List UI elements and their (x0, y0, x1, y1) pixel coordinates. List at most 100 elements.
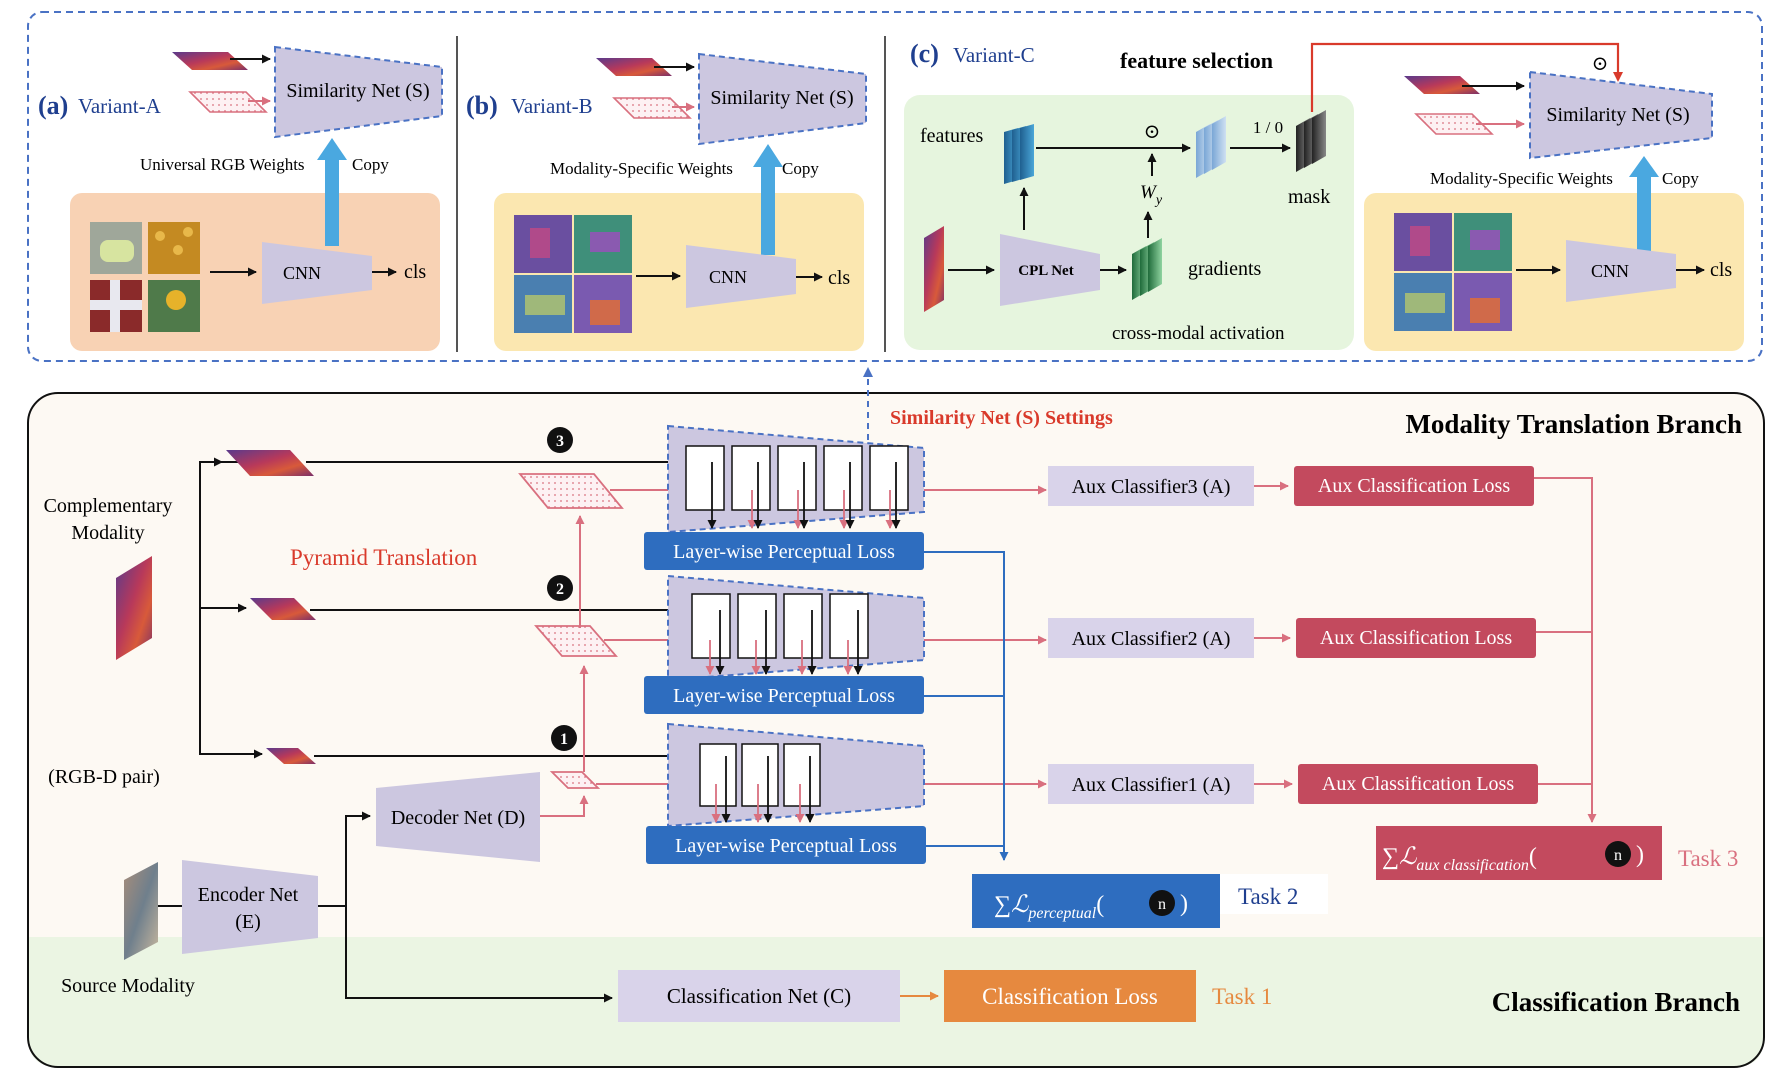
cnn-a (262, 242, 372, 304)
generated-map-scale2 (534, 625, 618, 657)
decoder-net (376, 772, 540, 862)
svg-text:Complementary: Complementary (44, 495, 173, 517)
gradient-stack (1132, 238, 1162, 300)
svg-text:Aux Classification Loss: Aux Classification Loss (1322, 773, 1514, 795)
copy-c-label: Copy (1662, 169, 1699, 188)
depth-map-scale2 (250, 598, 316, 620)
svg-text:Aux Classifier1 (A): Aux Classifier1 (A) (1072, 774, 1231, 796)
settings-label: Similarity Net (S) Settings (890, 407, 1113, 429)
cnn-c (1566, 240, 1676, 302)
feature-selection-label: feature selection (1120, 48, 1273, 73)
cnn-c-label: CNN (1591, 261, 1629, 281)
aux-loss-3 (1294, 466, 1534, 506)
classification-loss (944, 970, 1196, 1022)
variant-b: (b) Variant-B Similarity Net (S) Modalit… (466, 52, 867, 351)
perceptual-loss-box-1 (646, 826, 926, 864)
mask-red-arrow (1310, 42, 1623, 112)
gradients-label: gradients (1188, 258, 1262, 280)
classification-net (618, 970, 900, 1022)
cnn-b-label: CNN (709, 267, 747, 287)
weights-c-label: Modality-Specific Weights (1430, 169, 1613, 188)
svg-text:1: 1 (560, 731, 568, 748)
similarity-net-c (1529, 70, 1713, 160)
variant-a: (a) Variant-A Similarity Net (S) Univers… (38, 45, 443, 351)
variant-b-name: Variant-B (511, 94, 593, 118)
depth-feature-map-b (612, 97, 692, 119)
variant-c: (c) Variant-C feature selection features… (904, 39, 1744, 351)
aux-classifier-3 (1048, 466, 1254, 506)
copy-up-arrow-a (317, 138, 347, 160)
depth-sample-images-c (1394, 213, 1512, 331)
variant-b-letter: (b) (466, 91, 498, 120)
rgb-sample-images (90, 222, 200, 332)
svg-text:Modality: Modality (71, 522, 144, 544)
variant-c-name: Variant-C (953, 43, 1035, 67)
svg-text:Aux Classification Loss: Aux Classification Loss (1320, 627, 1512, 649)
svg-text:): ) (1180, 891, 1188, 917)
depth-input-c (924, 226, 944, 312)
source-modality-label: Source Modality (61, 975, 195, 997)
odot-c-2: ⊙ (1592, 53, 1609, 75)
rgb-feature-map-c (1404, 76, 1480, 94)
variant-a-letter: (a) (38, 91, 68, 120)
main-panel-bg (28, 393, 1764, 1067)
cpl-net (1000, 234, 1100, 306)
sum-perceptual-text: ∑ℒperceptual( (994, 892, 1104, 922)
rgbd-label: (RGB-D pair) (48, 766, 160, 788)
mask-label: mask (1288, 186, 1330, 208)
svg-text:Encoder Net: Encoder Net (198, 884, 299, 906)
sum-perceptual-box (972, 874, 1220, 928)
cnn-a-label: CNN (283, 263, 321, 283)
perceptual-loss-box-2 (644, 676, 924, 714)
similarity-net-b (698, 52, 867, 146)
rgb-feature-map (172, 52, 248, 70)
svg-text:n: n (1614, 847, 1622, 864)
cls-branch-title: Classification Branch (1492, 987, 1740, 1017)
depth-map-scale3 (226, 450, 314, 476)
svg-text:Layer-wise Perceptual Loss: Layer-wise Perceptual Loss (675, 835, 897, 857)
aux-classifier-2 (1048, 618, 1254, 658)
svg-text:Layer-wise Perceptual Loss: Layer-wise Perceptual Loss (673, 541, 895, 563)
perceptual-net-3 (667, 424, 925, 534)
weights-b-label: Modality-Specific Weights (550, 159, 733, 178)
depth-sample-images (514, 215, 632, 333)
svg-text:2: 2 (556, 581, 564, 598)
copy-b-label: Copy (782, 159, 819, 178)
copy-up-arrow-c (1629, 156, 1659, 177)
perceptual-loss-box-3 (644, 532, 924, 570)
task1-label: Task 1 (1212, 984, 1272, 1009)
svg-text:n: n (1158, 896, 1166, 913)
svg-text:Aux Classification Loss: Aux Classification Loss (1318, 475, 1510, 497)
one-zero-label: 1 / 0 (1253, 118, 1283, 137)
depth-feature-map (188, 91, 268, 113)
perceptual-net-1 (667, 722, 925, 828)
similarity-net-a (274, 45, 443, 139)
step-2-marker (547, 575, 573, 601)
features-label: features (920, 125, 984, 147)
similarity-net-b-label: Similarity Net (S) (710, 87, 853, 109)
generated-map-scale3 (518, 473, 624, 509)
svg-text:3: 3 (556, 433, 564, 450)
svg-text:(E): (E) (235, 911, 261, 933)
step-1-marker (551, 725, 577, 751)
svg-text:Classification Loss: Classification Loss (982, 984, 1158, 1009)
copy-up-arrow-b (753, 144, 783, 167)
selected-feature-stack (1196, 116, 1226, 178)
weights-a-label: Universal RGB Weights (140, 155, 305, 174)
aux-classifier-1 (1048, 764, 1254, 804)
cross-modal-label: cross-modal activation (1112, 323, 1285, 344)
aux-loss-2 (1296, 618, 1536, 658)
task2-label: Task 2 (1238, 884, 1298, 909)
feature-stack (1004, 124, 1034, 184)
task3-label: Task 3 (1678, 846, 1738, 871)
variant-c-letter: (c) (910, 39, 939, 68)
generated-map-scale1 (549, 771, 601, 789)
similarity-net-c-label: Similarity Net (S) (1546, 104, 1689, 126)
depth-image (116, 556, 152, 660)
cls-c-label: cls (1710, 259, 1732, 281)
main-panel-border (27, 392, 1765, 1068)
sum-aux-text: ∑ℒaux classification( (1382, 844, 1537, 874)
step-3-marker (547, 427, 573, 453)
perceptual-net-2 (667, 574, 925, 682)
copy-a-label: Copy (352, 155, 389, 174)
